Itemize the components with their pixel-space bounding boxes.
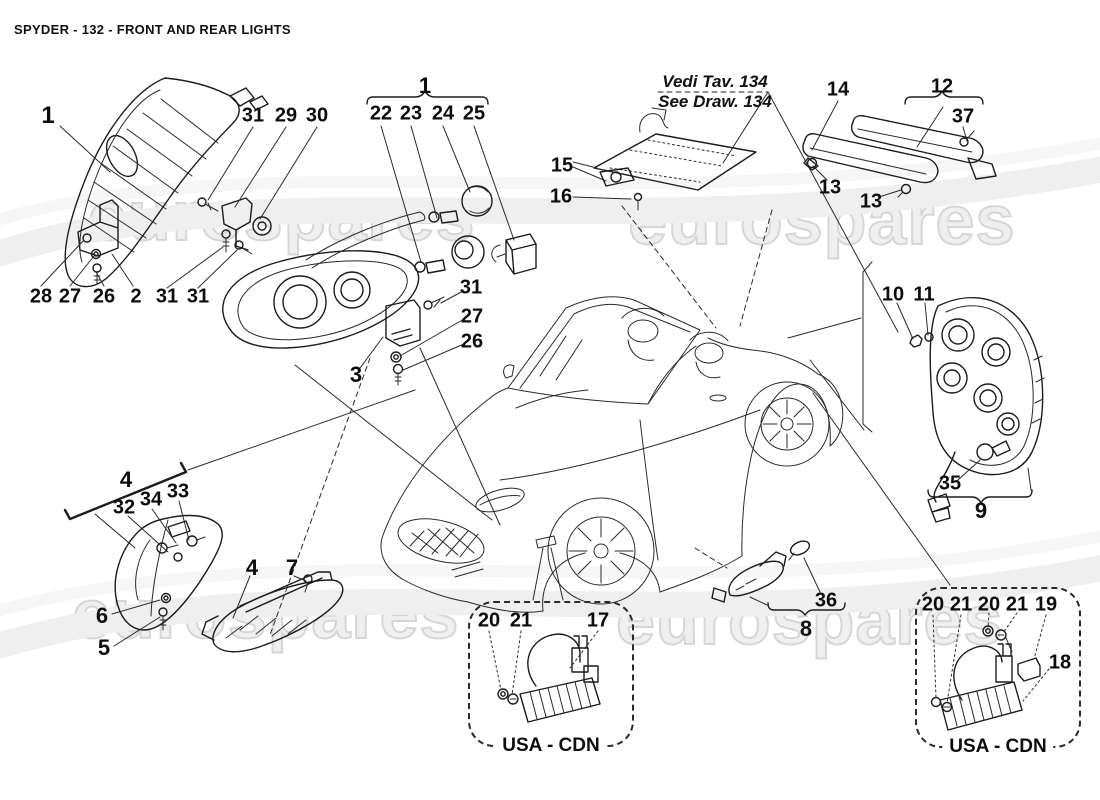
front-lower-lens-drawing (201, 571, 344, 653)
note-line-english: See Draw. 134 (658, 91, 772, 111)
usa-cdn-box-right: USA - CDN (915, 587, 1081, 758)
headlight-bracket-drawing (77, 199, 119, 285)
car-drawing (380, 296, 844, 613)
spoiler-lamp-drawing (802, 115, 997, 198)
usa-cdn-box-left: USA - CDN (468, 601, 634, 757)
group-braces (63, 90, 1033, 616)
front-turn-light-drawing (114, 514, 223, 631)
lower-bracket-drawing (385, 296, 445, 386)
usa-cdn-label: USA - CDN (942, 736, 1054, 758)
headlight-lens-drawing (222, 211, 426, 349)
side-marker-drawing (711, 540, 811, 603)
headlight-housing-drawing (64, 77, 269, 288)
usa-cdn-left-lamp-drawing (497, 633, 601, 723)
tail-light-drawing (909, 297, 1045, 523)
usa-cdn-label: USA - CDN (495, 735, 607, 757)
usa-cdn-right-lamp-drawing (930, 625, 1041, 731)
leader-lines (40, 91, 1050, 704)
bulb-parts-drawing (414, 185, 537, 275)
note-line-italian: Vedi Tav. 134 (662, 72, 768, 91)
page-title: SPYDER - 132 - FRONT AND REAR LIGHTS (14, 22, 291, 37)
see-drawing-note: Vedi Tav. 134 See Draw. 134 (645, 72, 785, 111)
side-bracket-drawing (197, 197, 272, 255)
roof-panel-drawing (593, 107, 757, 211)
